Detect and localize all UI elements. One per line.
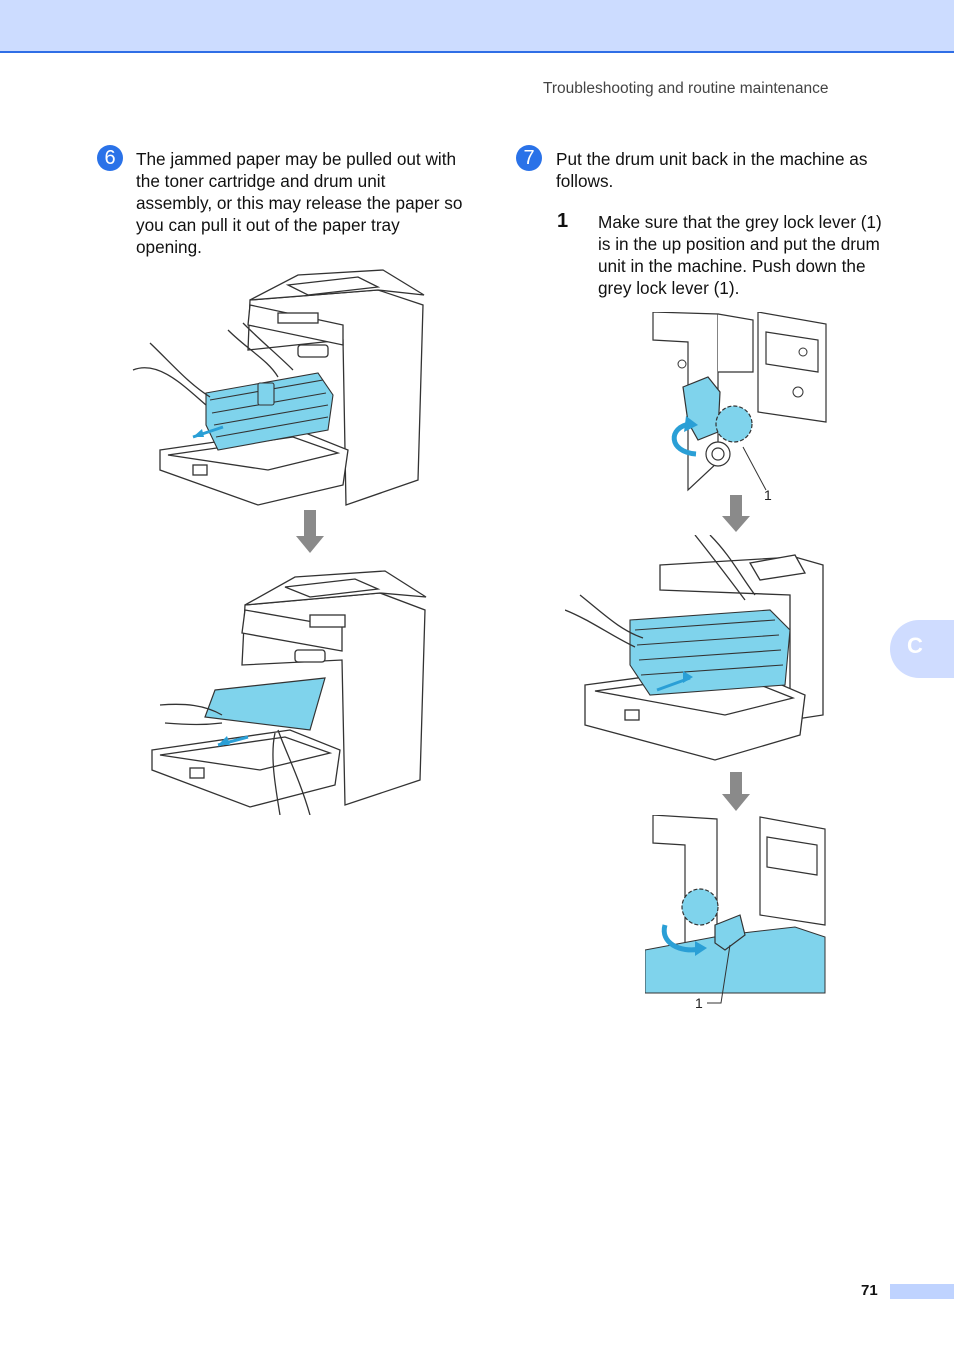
- substep-number: 1: [557, 210, 569, 232]
- chapter-tab-letter: C: [907, 633, 923, 658]
- down-arrow-icon: [296, 510, 324, 553]
- header-band: [0, 0, 954, 53]
- printer-paper-removal-illustration: [151, 570, 427, 815]
- substep-text: Make sure that the grey lock lever (1) i…: [598, 212, 882, 298]
- page-number-bar: [890, 1284, 954, 1299]
- printer-drum-removal-illustration: [132, 269, 425, 506]
- page-number: 71: [861, 1282, 878, 1299]
- lock-lever-down-illustration: 1: [645, 815, 826, 1011]
- callout-label: 1: [764, 487, 772, 503]
- step-badge-6: 6: [97, 145, 123, 171]
- callout-label: 1: [695, 995, 703, 1011]
- down-arrow-icon: [722, 772, 750, 811]
- running-header: Troubleshooting and routine maintenance: [543, 80, 829, 97]
- down-arrow-icon: [722, 495, 750, 532]
- lock-lever-up-illustration: 1: [652, 312, 827, 503]
- drum-unit-insertion-illustration: [565, 535, 824, 761]
- step-badge-7: 7: [516, 145, 542, 171]
- chapter-tab: C: [890, 620, 954, 678]
- step-6-text: The jammed paper may be pulled out with …: [136, 149, 463, 257]
- step-7-text: Put the drum unit back in the machine as…: [556, 149, 868, 191]
